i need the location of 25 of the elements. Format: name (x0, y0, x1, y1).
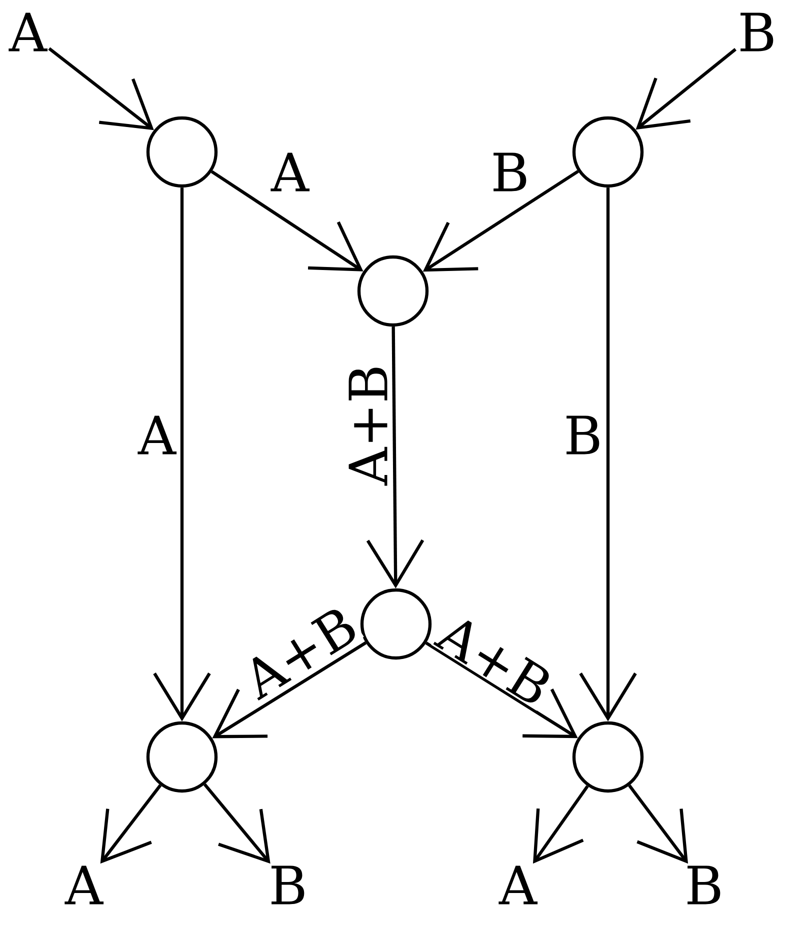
edge-label: A (269, 151, 311, 193)
arrow (212, 641, 367, 738)
circle-node (572, 721, 644, 793)
arrow (579, 188, 637, 722)
circle-node (572, 116, 644, 188)
arrow (422, 170, 579, 272)
edge-label: A (136, 414, 178, 456)
node-label: B (272, 866, 304, 904)
arrow (210, 170, 364, 272)
edge-label: A+B (431, 609, 559, 711)
edge-label: A+B (347, 362, 389, 488)
arrow (153, 188, 211, 722)
node-label: A (498, 866, 538, 904)
circle-node (360, 588, 432, 660)
circle-node (146, 116, 218, 188)
node-label: B (740, 12, 774, 52)
node-label: B (688, 866, 720, 904)
node-label: A (64, 866, 104, 904)
edge-label: B (488, 151, 532, 193)
edge-label: B (562, 414, 604, 456)
arrow (366, 326, 424, 588)
node-label: A (8, 12, 48, 52)
circle-node (146, 721, 218, 793)
circle-node (357, 255, 429, 327)
arrow (425, 642, 578, 738)
